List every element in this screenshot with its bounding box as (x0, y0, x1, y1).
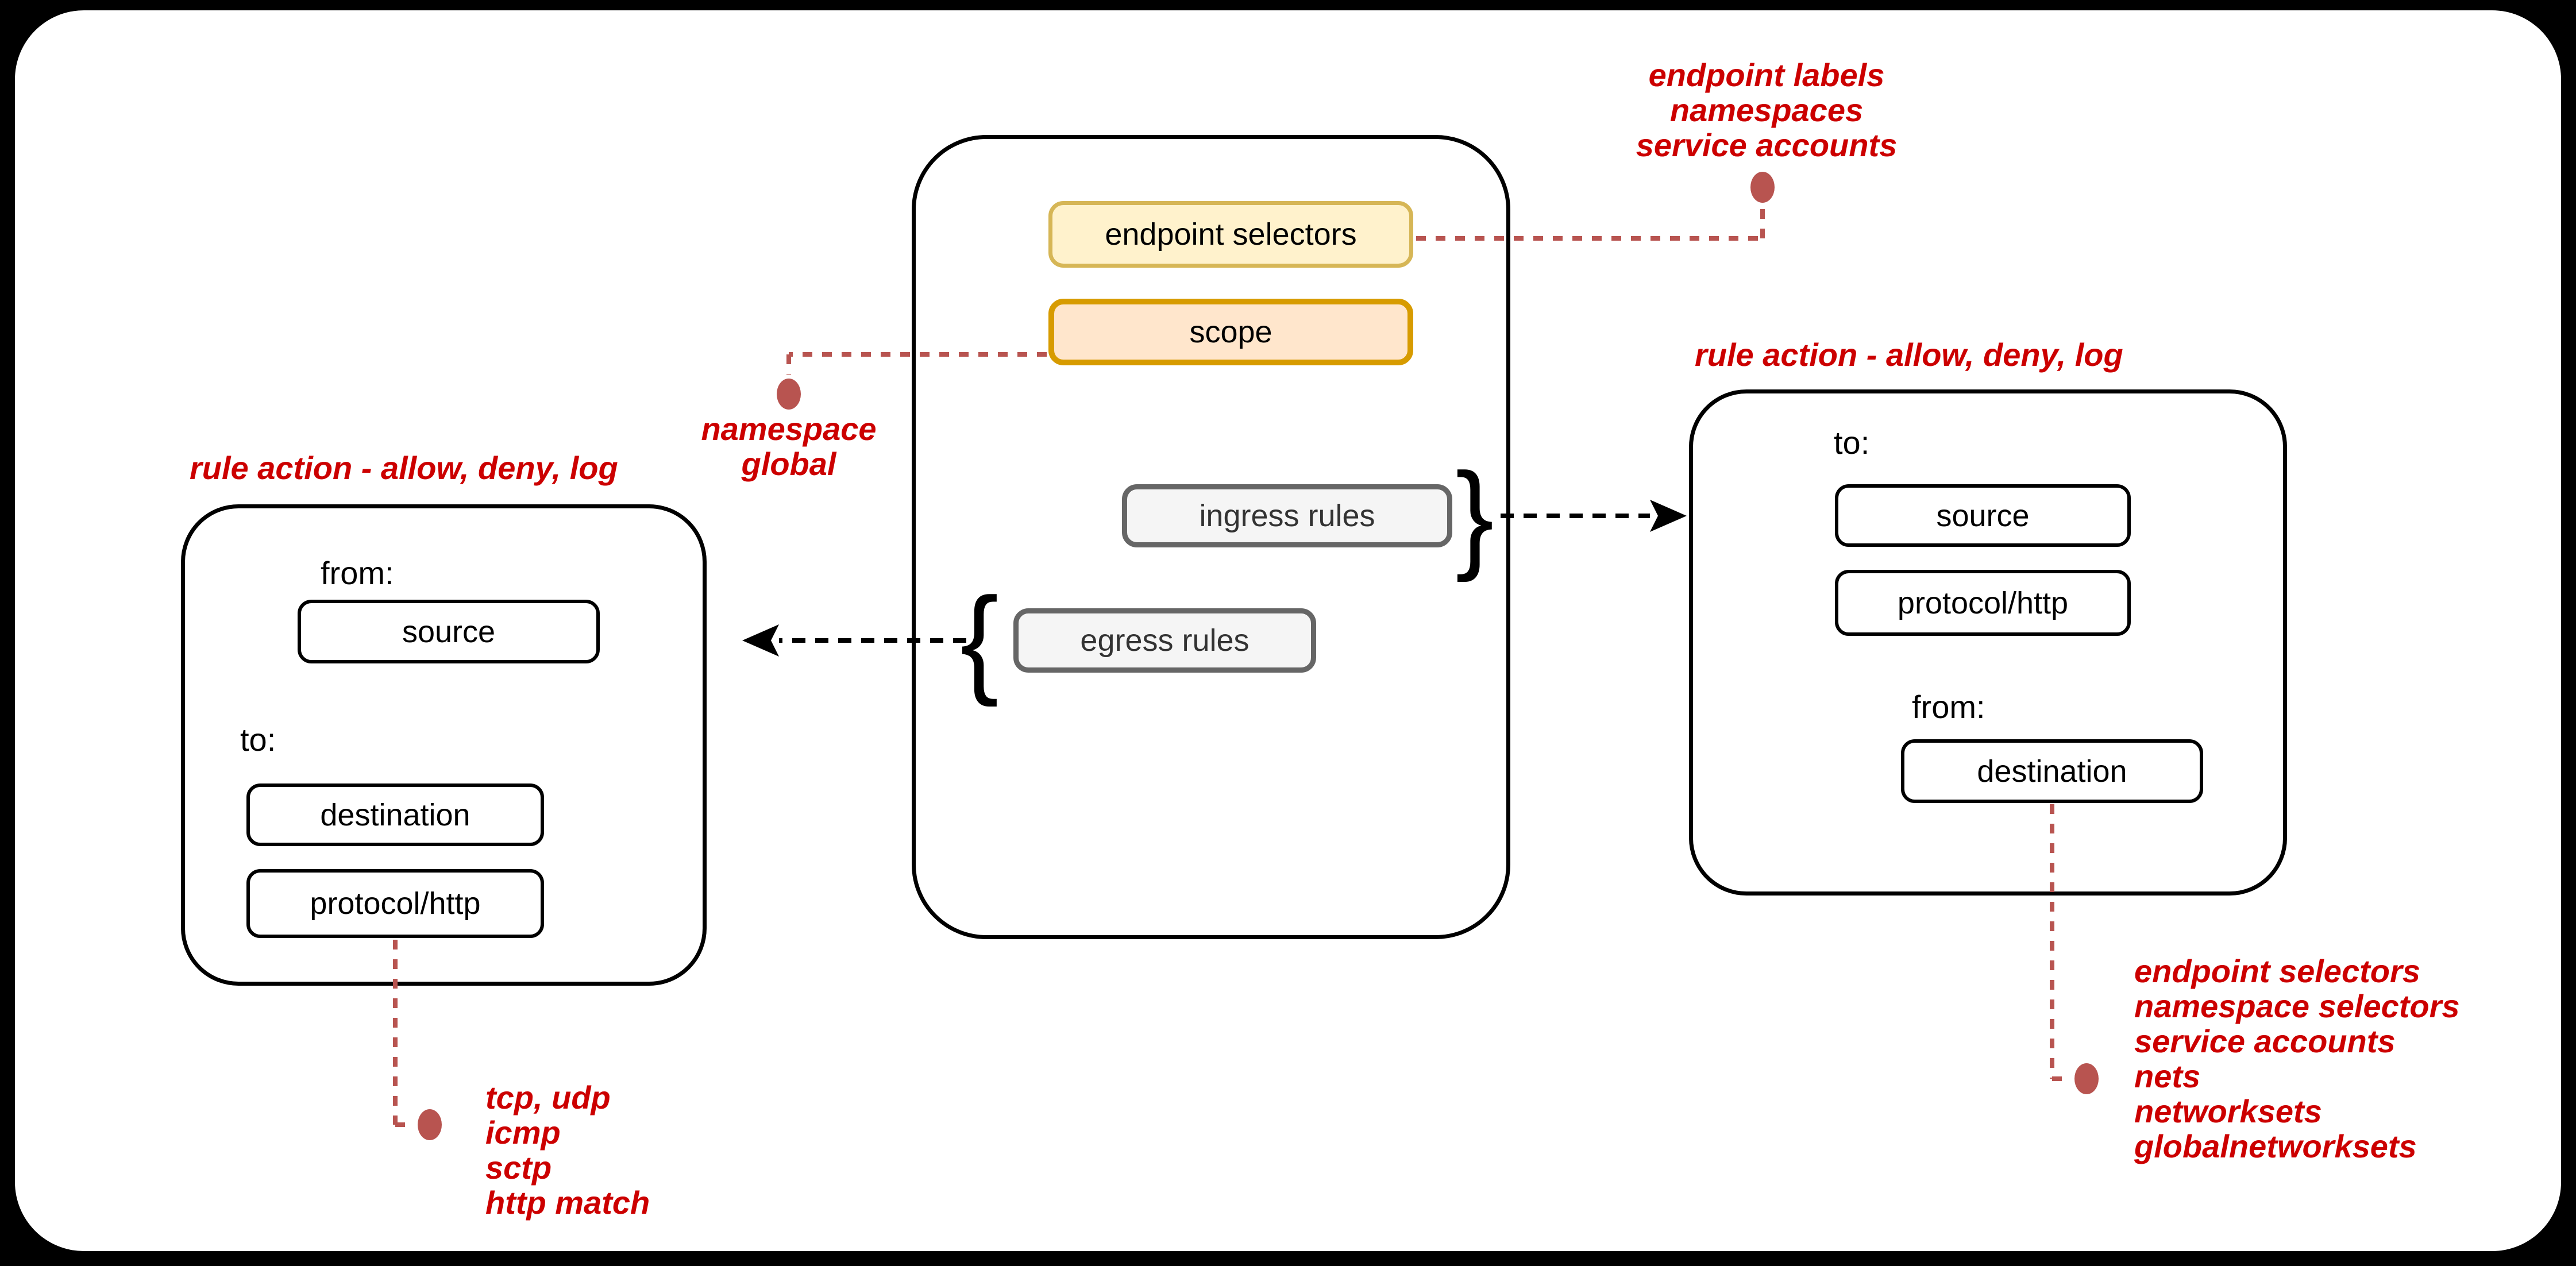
ingress-destination-label: destination (1977, 754, 2127, 789)
egress-from-label: from: (321, 555, 394, 591)
egress-brace: { (960, 573, 999, 708)
egress-destination-box: destination (246, 783, 544, 846)
annotation-line: icmp (485, 1114, 561, 1151)
endpoint-selectors-label: endpoint selectors (1105, 217, 1357, 252)
scope-box: scope (1048, 299, 1413, 365)
ingress-rules-label: ingress rules (1199, 499, 1375, 533)
annotation-line: service accounts (1636, 127, 1898, 163)
annotation-line: tcp, udp (485, 1079, 611, 1116)
protocol-annotation: tcp, udp icmp sctp http match (485, 1080, 650, 1220)
endpoint-selectors-box: endpoint selectors (1048, 201, 1413, 268)
ingress-destination-box: destination (1901, 739, 2203, 803)
annotation-line: service accounts (2134, 1023, 2396, 1059)
egress-rule-action-note: rule action - allow, deny, log (190, 450, 618, 486)
ingress-protocol-box: protocol/http (1835, 570, 2131, 636)
egress-detail-box (181, 504, 707, 986)
ingress-detail-box (1689, 389, 2287, 896)
endpoint-selectors-annotation: endpoint labels namespaces service accou… (1594, 57, 1939, 163)
ingress-from-label: from: (1912, 689, 1985, 725)
annotation-line: networksets (2134, 1093, 2322, 1129)
egress-protocol-box: protocol/http (246, 869, 544, 938)
scope-label: scope (1189, 315, 1272, 349)
annotation-line: globalnetworksets (2134, 1128, 2417, 1164)
annotation-line: namespace selectors (2134, 988, 2460, 1024)
annotation-line: namespace (701, 411, 877, 447)
ingress-protocol-label: protocol/http (1897, 585, 2069, 620)
annotation-line: endpoint selectors (2134, 953, 2420, 989)
egress-source-label: source (402, 614, 496, 649)
scope-annotation: namespace global (665, 411, 912, 481)
policy-container (912, 135, 1510, 939)
ingress-source-label: source (1936, 498, 2030, 533)
egress-rules-box: egress rules (1013, 608, 1316, 673)
ingress-brace: } (1455, 448, 1494, 583)
egress-destination-label: destination (320, 797, 471, 832)
egress-protocol-label: protocol/http (310, 886, 481, 921)
annotation-line: http match (485, 1184, 650, 1221)
egress-rules-label: egress rules (1080, 623, 1250, 658)
ingress-to-label: to: (1834, 424, 1870, 461)
destination-annotation: endpoint selectors namespace selectors s… (2134, 954, 2460, 1164)
annotation-line: global (741, 446, 836, 482)
egress-source-box: source (298, 600, 600, 663)
ingress-rules-box: ingress rules (1122, 484, 1452, 547)
egress-to-label: to: (240, 721, 276, 758)
ingress-source-box: source (1835, 484, 2131, 547)
annotation-line: nets (2134, 1058, 2201, 1094)
annotation-line: sctp (485, 1149, 552, 1186)
ingress-rule-action-note: rule action - allow, deny, log (1695, 337, 2123, 373)
annotation-line: namespaces (1669, 92, 1864, 128)
annotation-line: endpoint labels (1648, 57, 1885, 93)
